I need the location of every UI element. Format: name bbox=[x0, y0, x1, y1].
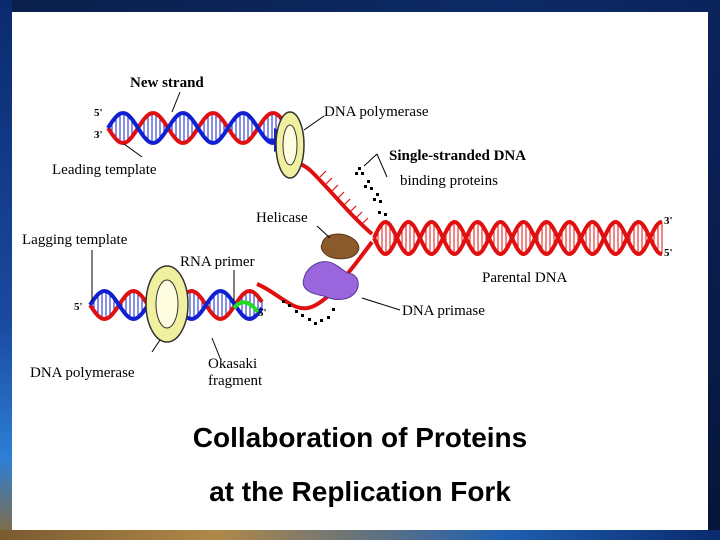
end-lag-5-right: 5' bbox=[258, 307, 267, 319]
end-lag-5-left: 5' bbox=[74, 301, 83, 313]
label-ssb-line1: Single-stranded DNA bbox=[389, 148, 526, 164]
helicase-shape bbox=[320, 233, 360, 260]
leading-strand-helix bbox=[106, 111, 298, 152]
caption-line2: at the Replication Fork bbox=[209, 476, 511, 507]
lagging-template-strand bbox=[256, 240, 374, 311]
label-parental-dna: Parental DNA bbox=[482, 270, 568, 286]
label-okasaki-line1: Okasaki bbox=[208, 356, 257, 372]
dna-polymerase-bottom-ring bbox=[145, 265, 189, 343]
end-top-3: 3' bbox=[94, 129, 103, 141]
slide-panel: New strand DNA polymerase Leading templa… bbox=[12, 12, 708, 530]
label-leading-template: Leading template bbox=[52, 162, 157, 178]
dna-polymerase-top-ring bbox=[275, 111, 305, 179]
dna-primase-shape bbox=[302, 261, 359, 300]
label-dna-primase: DNA primase bbox=[402, 303, 485, 319]
leader-lines bbox=[91, 91, 401, 359]
slide-bottom-edge bbox=[0, 530, 720, 540]
rna-primer-segment bbox=[232, 300, 260, 314]
ssb-proteins bbox=[282, 167, 387, 325]
label-new-strand: New strand bbox=[130, 75, 204, 91]
label-ssb-line2: binding proteins bbox=[400, 173, 498, 189]
label-rna-primer: RNA primer bbox=[180, 254, 255, 270]
caption-line1: Collaboration of Proteins bbox=[192, 422, 528, 453]
label-dna-polymerase-bottom: DNA polymerase bbox=[30, 365, 135, 381]
label-dna-polymerase-top: DNA polymerase bbox=[324, 104, 429, 120]
end-right-3: 3' bbox=[664, 215, 673, 227]
slide-left-edge bbox=[0, 0, 12, 540]
label-okasaki-line2: fragment bbox=[208, 373, 263, 389]
end-right-5: 5' bbox=[664, 247, 673, 259]
replication-fork-diagram: New strand DNA polymerase Leading templa… bbox=[22, 75, 673, 389]
label-helicase: Helicase bbox=[256, 210, 308, 226]
parental-dna-helix bbox=[372, 219, 663, 257]
end-top-5: 5' bbox=[94, 107, 103, 119]
label-lagging-template: Lagging template bbox=[22, 232, 128, 248]
